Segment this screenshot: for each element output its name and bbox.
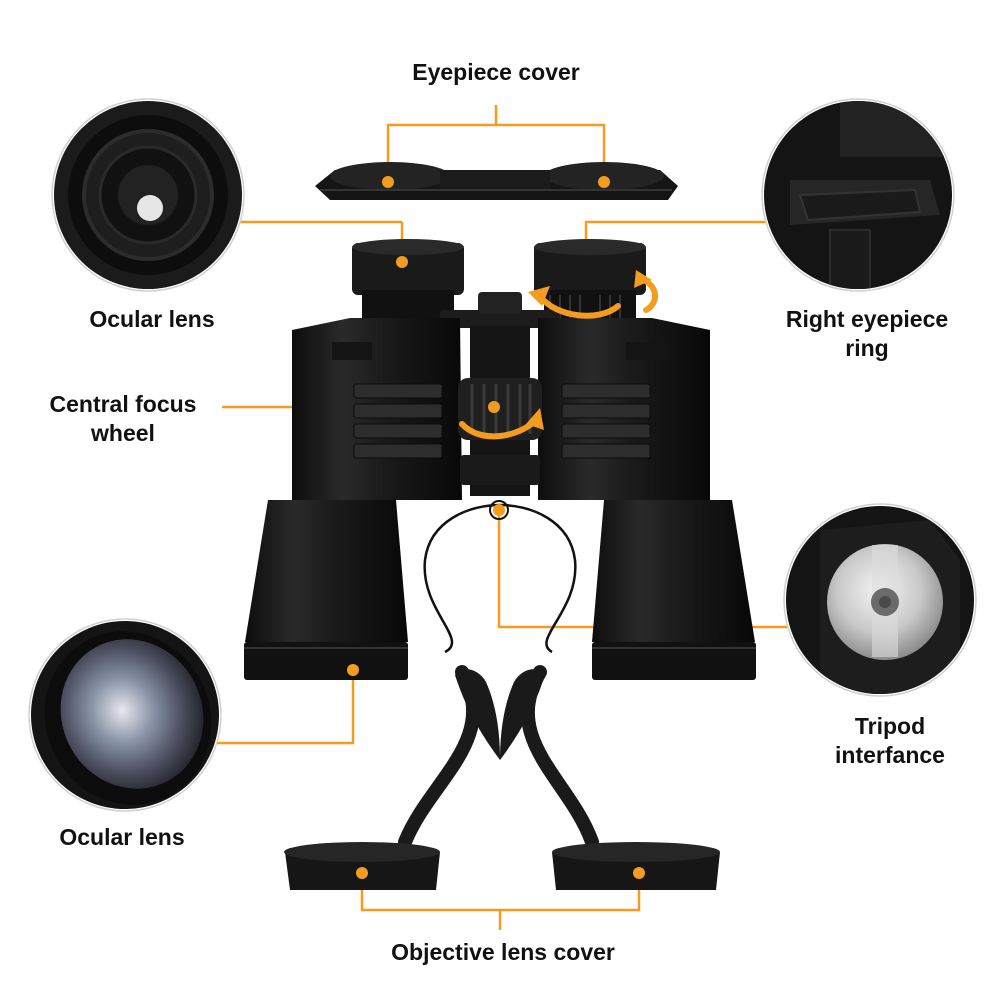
marker-dot: [396, 256, 408, 268]
label-right-eyepiece-ring-line2: ring: [845, 335, 889, 361]
detail-right-eyepiece-ring: [761, 98, 955, 292]
label-tripod-interface: Tripod interfance: [800, 712, 980, 770]
label-right-eyepiece-ring-line1: Right eyepiece: [785, 306, 949, 332]
label-tripod-line1: Tripod: [854, 713, 926, 739]
label-ocular-lens-top: Ocular lens: [89, 306, 215, 332]
marker-dot: [488, 401, 500, 413]
marker-dot: [493, 504, 505, 516]
objective-cover-part: [284, 665, 720, 890]
marker-dot: [598, 176, 610, 188]
label-eyepiece-cover: Eyepiece cover: [412, 59, 580, 85]
detail-tripod-interface: [783, 503, 977, 697]
binocular-body: [244, 239, 756, 680]
label-objective-lens-cover: Objective lens cover: [391, 939, 615, 965]
marker-dot: [633, 867, 645, 879]
leader-ocular-lens-bottom: [215, 670, 355, 745]
detail-ocular-lens-bottom: [28, 618, 222, 812]
label-right-eyepiece-ring: Right eyepiece ring: [762, 305, 972, 363]
marker-dot: [356, 867, 368, 879]
marker-dot: [382, 176, 394, 188]
label-central-focus-line2: wheel: [91, 420, 155, 446]
eyepiece-cover-part: [315, 162, 678, 200]
label-ocular-lens-bottom: Ocular lens: [59, 824, 185, 850]
marker-dot: [347, 664, 359, 676]
label-central-focus-wheel: Central focus wheel: [28, 390, 218, 448]
label-tripod-line2: interfance: [835, 742, 945, 768]
label-central-focus-line1: Central focus: [49, 391, 197, 417]
detail-ocular-lens-top: [51, 98, 245, 292]
